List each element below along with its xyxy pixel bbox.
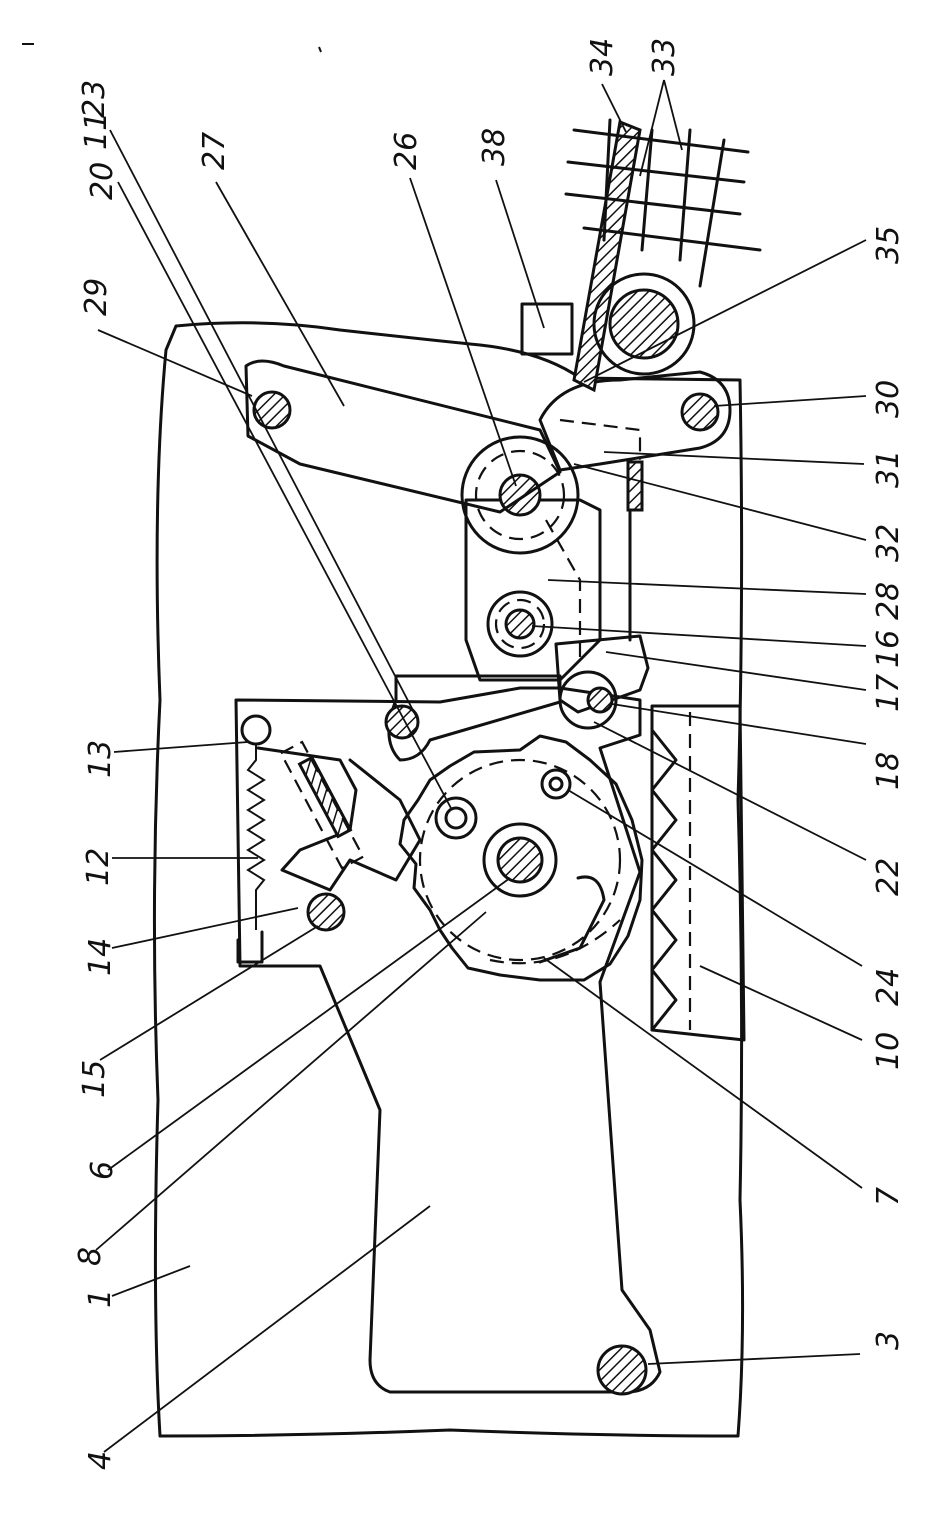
label-6: 6	[85, 1161, 120, 1180]
housing-plate	[152, 321, 745, 1438]
part-labels: 1 3 4 6 7 8 10 11 12 13 14 15 16 17 18 2…	[73, 38, 906, 1470]
roller-35	[592, 272, 696, 376]
label-18: 18	[871, 752, 906, 790]
spring-anchor-13	[240, 714, 272, 746]
label-31: 31	[871, 450, 906, 488]
pawl-dashed-guide	[279, 740, 365, 870]
pin-18	[586, 686, 614, 714]
label-26: 26	[389, 132, 424, 170]
label-20: 20	[85, 162, 120, 200]
guide-32	[559, 418, 642, 460]
label-15: 15	[77, 1060, 112, 1098]
rod-dashed-edge	[545, 519, 582, 660]
shaft-6-core	[496, 836, 544, 884]
label-3: 3	[871, 1331, 906, 1350]
pin-16	[504, 608, 536, 640]
lever-31	[538, 370, 732, 472]
rack-teeth	[650, 728, 678, 1032]
label-38: 38	[477, 128, 512, 166]
frame-lever	[234, 686, 662, 1394]
label-4: 4	[83, 1451, 118, 1470]
fingers-33	[564, 118, 762, 288]
label-14: 14	[83, 938, 118, 976]
pin-26-dashed	[474, 449, 566, 541]
label-10: 10	[871, 1032, 906, 1070]
pin-15	[306, 892, 346, 932]
slide-hatched	[626, 460, 644, 512]
pin-20	[444, 806, 468, 830]
label-32: 32	[871, 524, 906, 562]
spring-12	[246, 744, 266, 930]
label-8: 8	[73, 1247, 108, 1266]
pin-20-outer	[434, 796, 478, 840]
label-34: 34	[585, 38, 620, 76]
spring-plate-hatched	[297, 755, 353, 839]
connecting-rod-28	[464, 498, 602, 682]
pin-16-dashed	[494, 598, 546, 650]
bar-34	[572, 119, 642, 393]
label-1: 1	[83, 1289, 118, 1308]
leader-lines	[95, 79, 867, 1453]
shaft-6	[482, 822, 558, 898]
roller-22	[558, 670, 618, 730]
label-35: 35	[871, 226, 906, 264]
pivot-30	[680, 392, 720, 432]
label-28: 28	[871, 582, 906, 620]
pawl-14	[256, 746, 422, 892]
pin-24	[548, 776, 564, 792]
pin-24-outer	[540, 768, 572, 800]
lever-27	[244, 359, 562, 514]
gear-rim-7	[489, 919, 621, 965]
spring-bracket	[236, 930, 264, 964]
tab-38	[520, 302, 574, 356]
gear-8	[398, 734, 644, 982]
label-30: 30	[871, 380, 906, 418]
label-23: 23	[77, 80, 112, 118]
gear-dashed-pitch	[418, 758, 622, 962]
label-24: 24	[871, 968, 906, 1006]
pivot-3	[596, 1344, 648, 1396]
label-29: 29	[79, 278, 114, 316]
roller-35-core	[608, 288, 680, 360]
pin-26-outer	[460, 435, 580, 555]
pin-16-outer	[486, 590, 554, 658]
label-12: 12	[81, 848, 116, 886]
label-7: 7	[871, 1187, 906, 1206]
label-17: 17	[871, 674, 906, 712]
label-27: 27	[197, 132, 232, 170]
cam-slot-7	[538, 875, 606, 964]
stray-mark	[318, 46, 322, 53]
label-11: 11	[79, 112, 114, 150]
pivot-29	[252, 390, 292, 430]
label-33: 33	[647, 38, 682, 76]
label-22: 22	[871, 858, 906, 896]
label-16: 16	[871, 630, 906, 668]
label-13: 13	[83, 740, 118, 778]
rack-10	[650, 704, 746, 1042]
